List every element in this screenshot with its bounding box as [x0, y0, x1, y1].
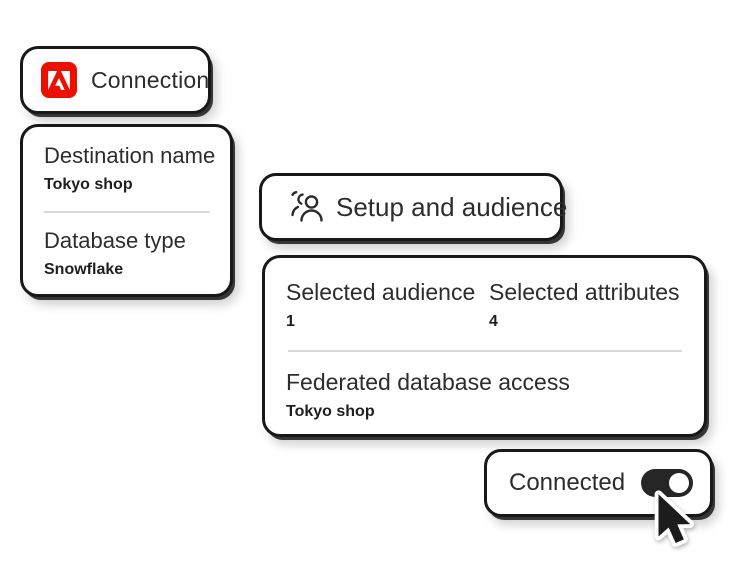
stat-value: 1	[286, 313, 295, 330]
stat-label: Selected audience	[286, 279, 476, 305]
connected-label: Connected	[509, 469, 626, 496]
connected-toggle[interactable]	[641, 469, 693, 497]
adobe-logo-icon	[41, 62, 77, 98]
connection-card[interactable]: Connection	[20, 46, 211, 114]
stat-selected-attributes: Selected attributes 4	[489, 278, 680, 332]
toggle-knob	[669, 473, 689, 493]
audience-icon	[288, 189, 323, 225]
field-database-type: Database type Snowflake	[44, 227, 210, 280]
stat-selected-audience: Selected audience 1	[286, 278, 489, 332]
setup-audience-card[interactable]: Setup and audience	[259, 173, 567, 241]
field-label: Destination name	[44, 143, 216, 168]
connection-title: Connection	[91, 66, 210, 93]
summary-card: Selected audience 1 Selected attributes …	[262, 255, 707, 437]
field-label: Database type	[44, 228, 186, 253]
divider	[288, 350, 682, 352]
field-value: Tokyo shop	[44, 176, 133, 193]
field-destination-name: Destination name Tokyo shop	[44, 142, 216, 195]
field-federated-database-access: Federated database access Tokyo shop	[286, 368, 684, 422]
divider	[44, 211, 210, 213]
stats-row: Selected audience 1 Selected attributes …	[286, 278, 684, 332]
field-label: Federated database access	[286, 369, 570, 395]
setup-audience-title: Setup and audience	[336, 191, 568, 222]
stat-value: 4	[489, 313, 498, 330]
field-value: Tokyo shop	[286, 403, 375, 420]
field-value: Snowflake	[44, 261, 124, 278]
connected-card: Connected	[484, 449, 713, 517]
stat-label: Selected attributes	[489, 279, 680, 305]
destination-details-card: Destination name Tokyo shop Database typ…	[20, 124, 233, 297]
